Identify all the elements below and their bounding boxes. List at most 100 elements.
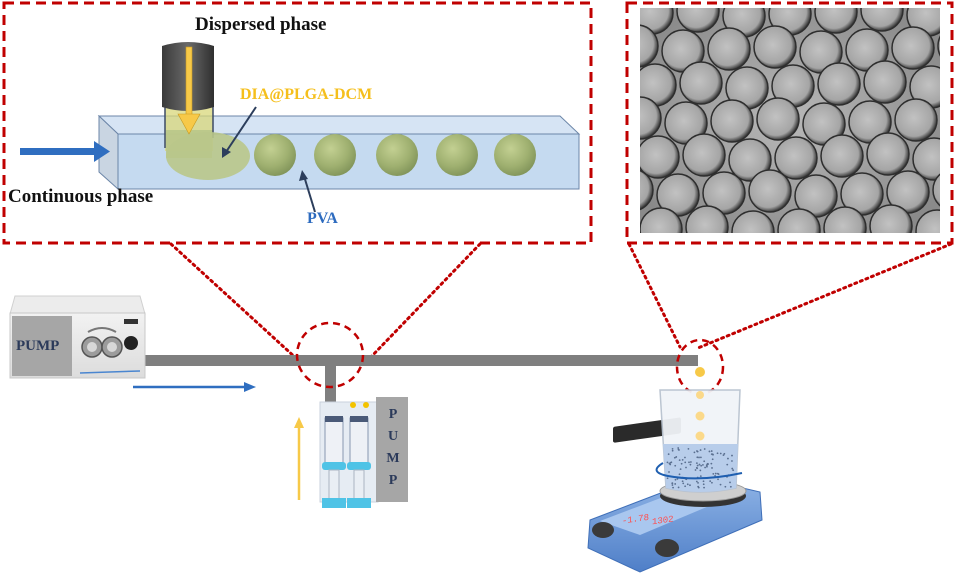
- microsphere: [863, 60, 907, 104]
- microsphere: [756, 97, 800, 141]
- dia-pointer-arrow: [222, 106, 257, 158]
- microsphere-suspension: [666, 447, 735, 489]
- suspended-particle: [699, 449, 702, 451]
- falling-droplet: [695, 367, 705, 377]
- suspended-particle: [666, 461, 669, 464]
- suspended-particle: [703, 448, 706, 450]
- suspended-particle: [674, 478, 677, 481]
- microsphere: [682, 133, 726, 177]
- suspended-particle: [685, 466, 687, 469]
- suspended-particle: [675, 456, 678, 458]
- suspended-particle: [729, 481, 731, 484]
- syringe-pump-letter: P: [388, 407, 398, 422]
- droplet: [254, 134, 296, 176]
- suspended-particle: [698, 463, 701, 466]
- suspended-particle: [671, 447, 674, 450]
- suspended-particle: [696, 464, 699, 467]
- suspended-particle: [727, 457, 729, 460]
- microsphere: [820, 134, 864, 178]
- suspended-particle: [688, 461, 690, 464]
- suspended-particle: [667, 453, 670, 456]
- left-knob: [592, 522, 614, 538]
- beaker: [655, 389, 743, 493]
- suspended-particle: [679, 468, 682, 471]
- suspended-particle: [695, 466, 698, 469]
- suspended-particle: [702, 463, 704, 466]
- suspended-particle: [671, 449, 674, 452]
- suspended-particle: [717, 478, 719, 481]
- microsphere: [823, 206, 867, 233]
- suspended-particle: [719, 452, 722, 455]
- falling-droplet: [696, 391, 704, 399]
- microsphere-group: [640, 8, 940, 233]
- microsphere: [915, 209, 940, 233]
- suspended-particle: [724, 485, 727, 488]
- microsphere: [866, 132, 910, 176]
- suspended-particle: [706, 465, 708, 468]
- microsphere: [937, 35, 940, 57]
- suspended-particle: [682, 482, 685, 485]
- suspended-particle: [680, 462, 683, 465]
- display-right-value: 1302: [652, 513, 674, 527]
- suspended-particle: [671, 484, 674, 486]
- suspended-particle: [668, 462, 671, 465]
- suspended-particle: [697, 481, 699, 484]
- micrograph-image: [640, 8, 940, 233]
- falling-droplet: [695, 431, 705, 441]
- microsphere: [932, 173, 940, 207]
- microsphere: [912, 137, 940, 181]
- suspended-particle: [681, 480, 684, 483]
- suspended-particle: [698, 456, 700, 459]
- suspended-particle: [711, 481, 713, 484]
- right-connector-b: [696, 242, 953, 350]
- suspended-particle: [677, 448, 680, 451]
- microsphere: [707, 27, 751, 71]
- suspended-particle: [723, 452, 726, 455]
- zoom-connector-lines: [169, 242, 953, 361]
- suspended-particle: [722, 454, 725, 457]
- microsphere: [860, 8, 904, 32]
- suspended-particle: [706, 462, 709, 465]
- suspended-particle: [699, 469, 702, 472]
- microsphere: [777, 208, 821, 233]
- branch-tubing: [325, 355, 336, 405]
- suspended-particle: [704, 466, 707, 469]
- suspended-particle: [677, 447, 680, 449]
- suspended-particle: [716, 452, 719, 455]
- suspended-particle: [710, 450, 713, 452]
- microsphere: [894, 98, 938, 142]
- suspended-particle: [731, 467, 734, 470]
- suspended-particle: [702, 480, 705, 483]
- droplet: [436, 134, 478, 176]
- suspended-particle: [687, 447, 690, 450]
- suspended-particle: [726, 463, 729, 466]
- suspended-particle: [711, 458, 714, 461]
- suspended-particle: [696, 450, 698, 452]
- microsphere: [774, 136, 818, 180]
- pva-label: PVA: [307, 210, 338, 227]
- microsphere: [814, 8, 858, 34]
- dispersed-flow-direction-arrow-icon: [294, 417, 304, 500]
- beaker-liquid: [663, 444, 738, 492]
- droplet: [376, 134, 418, 176]
- suspended-particle: [703, 460, 706, 463]
- microsphere: [817, 62, 861, 106]
- falling-droplets: [695, 367, 705, 441]
- suspended-particle: [710, 462, 713, 465]
- pump-label-panel: [12, 316, 72, 376]
- suspended-particle: [689, 463, 692, 466]
- suspended-particle: [672, 486, 674, 489]
- microsphere: [753, 25, 797, 69]
- microsphere: [640, 207, 683, 233]
- left-inset-frame-border: [2, 1, 593, 245]
- microsphere: [640, 169, 654, 211]
- continuous-flow-arrow-icon: [20, 141, 110, 162]
- suspended-particle: [666, 477, 669, 480]
- syringe-pump-vertical-label: P U M P: [384, 404, 402, 492]
- suspended-particle: [714, 472, 717, 475]
- main-tubing: [118, 355, 698, 366]
- microsphere: [676, 8, 720, 33]
- suspended-particle: [690, 461, 692, 463]
- suspended-particle: [696, 456, 699, 459]
